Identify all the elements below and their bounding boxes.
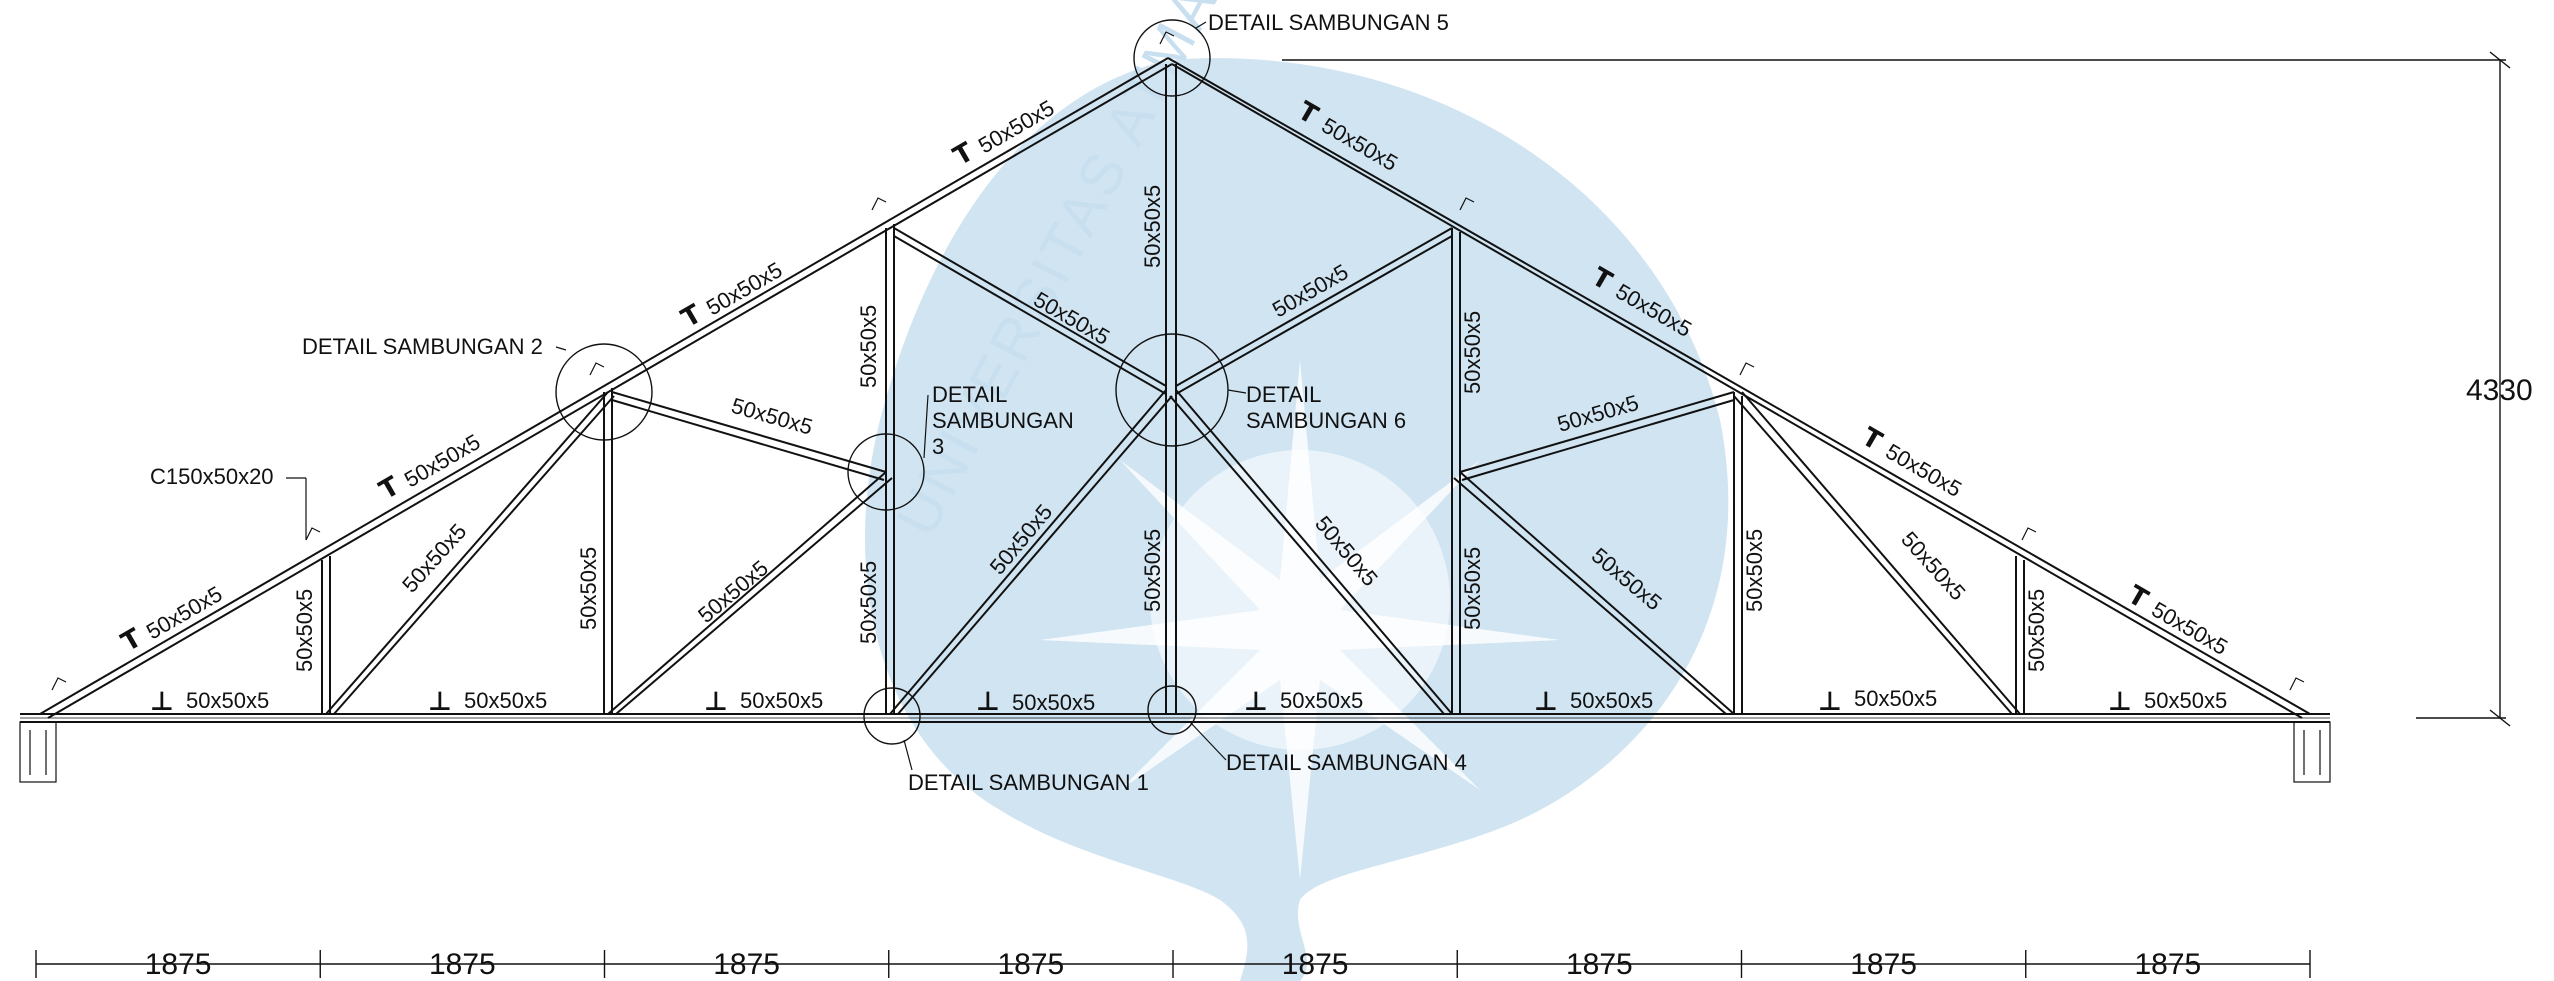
- label-vertical-3: 50x50x5: [856, 561, 881, 644]
- label-bottom-chord-1: 50x50x5: [186, 688, 269, 713]
- span-dimension-3: 1875: [713, 948, 780, 981]
- span-dimension-2: 1875: [429, 948, 496, 981]
- detail-circle-4: [1147, 685, 1197, 735]
- label-diagonal-2: 50x50x5: [693, 555, 773, 628]
- label-diagonal-1: 50x50x5: [397, 519, 471, 598]
- detail-circle-2: [555, 343, 653, 441]
- label-bottom-chord-6: 50x50x5: [1570, 688, 1653, 713]
- label-vertical-2: 50x50x5: [576, 547, 601, 630]
- span-dimension-5: 1875: [1282, 948, 1349, 981]
- detail-circle-3: [847, 433, 925, 511]
- left-support: [19, 721, 57, 783]
- label-detail-4: DETAIL SAMBUNGAN 4: [1226, 750, 1467, 775]
- span-dimension-1: 1875: [145, 948, 212, 981]
- svg-text:T: T: [117, 623, 148, 658]
- svg-text:⊥: ⊥: [1244, 687, 1268, 717]
- label-detail-3-line2: SAMBUNGAN: [932, 408, 1074, 433]
- label-vertical-6: 50x50x5: [1742, 529, 1767, 612]
- label-detail-6-line1: DETAIL: [1246, 382, 1321, 407]
- right-support: [2293, 721, 2331, 783]
- label-purlin: C150x50x20: [150, 464, 274, 489]
- svg-text:⊥: ⊥: [1818, 687, 1842, 717]
- label-vertical-3b: 50x50x5: [856, 305, 881, 388]
- top-chord-left: [39, 57, 1173, 719]
- label-vertical-5: 50x50x5: [1460, 547, 1485, 630]
- svg-text:⊥: ⊥: [2108, 687, 2132, 717]
- label-detail-3-line3: 3: [932, 434, 944, 459]
- label-vertical-4: 50x50x5: [1140, 529, 1165, 612]
- leader-lines: [286, 21, 1247, 771]
- label-vertical-1: 50x50x5: [292, 589, 317, 672]
- label-bottom-chord-8: 50x50x5: [2144, 688, 2227, 713]
- svg-text:T: T: [949, 137, 980, 172]
- label-detail-1: DETAIL SAMBUNGAN 1: [908, 770, 1149, 795]
- label-detail-3-line1: DETAIL: [932, 382, 1007, 407]
- label-detail-2: DETAIL SAMBUNGAN 2: [302, 334, 543, 359]
- detail-circle-5: [1133, 19, 1211, 97]
- label-vertical-5b: 50x50x5: [1460, 311, 1485, 394]
- label-detail-5: DETAIL SAMBUNGAN 5: [1208, 10, 1449, 35]
- label-bottom-chord-3: 50x50x5: [740, 688, 823, 713]
- label-bottom-chord-4: 50x50x5: [1012, 690, 1095, 715]
- span-dimension-6: 1875: [1566, 948, 1633, 981]
- svg-text:⊥: ⊥: [1534, 687, 1558, 717]
- label-bottom-chord-7: 50x50x5: [1854, 686, 1937, 711]
- label-top-chord-2: 50x50x5: [400, 429, 485, 492]
- top-chord-right: [1167, 57, 2311, 719]
- height-dimension-value: 4330: [2466, 374, 2533, 407]
- label-vertical-7: 50x50x5: [2024, 589, 2049, 672]
- span-dimension-line: 1875 1875 1875 1875 1875 1875 1875 1875: [35, 948, 2311, 981]
- label-bottom-chord-5: 50x50x5: [1280, 688, 1363, 713]
- span-dimension-7: 1875: [1850, 948, 1917, 981]
- svg-text:⊥: ⊥: [976, 687, 1000, 717]
- height-dimension: [1282, 51, 2511, 727]
- span-dimension-4: 1875: [998, 948, 1065, 981]
- label-detail-6-line2: SAMBUNGAN 6: [1246, 408, 1406, 433]
- span-dimension-8: 1875: [2135, 948, 2202, 981]
- svg-text:T: T: [1857, 422, 1888, 457]
- purlin-symbols: [51, 31, 2305, 691]
- detail-circle-1: [863, 687, 921, 745]
- svg-text:⊥: ⊥: [704, 687, 728, 717]
- svg-text:⊥: ⊥: [150, 687, 174, 717]
- label-vertical-4b: 50x50x5: [1140, 185, 1165, 268]
- svg-text:T: T: [375, 471, 406, 506]
- label-diagonal-3: 50x50x5: [729, 393, 816, 440]
- label-bottom-chord-2: 50x50x5: [464, 688, 547, 713]
- diagonal-members: [325, 227, 2021, 715]
- label-top-chord-3: 50x50x5: [702, 257, 787, 320]
- svg-text:⊥: ⊥: [428, 687, 452, 717]
